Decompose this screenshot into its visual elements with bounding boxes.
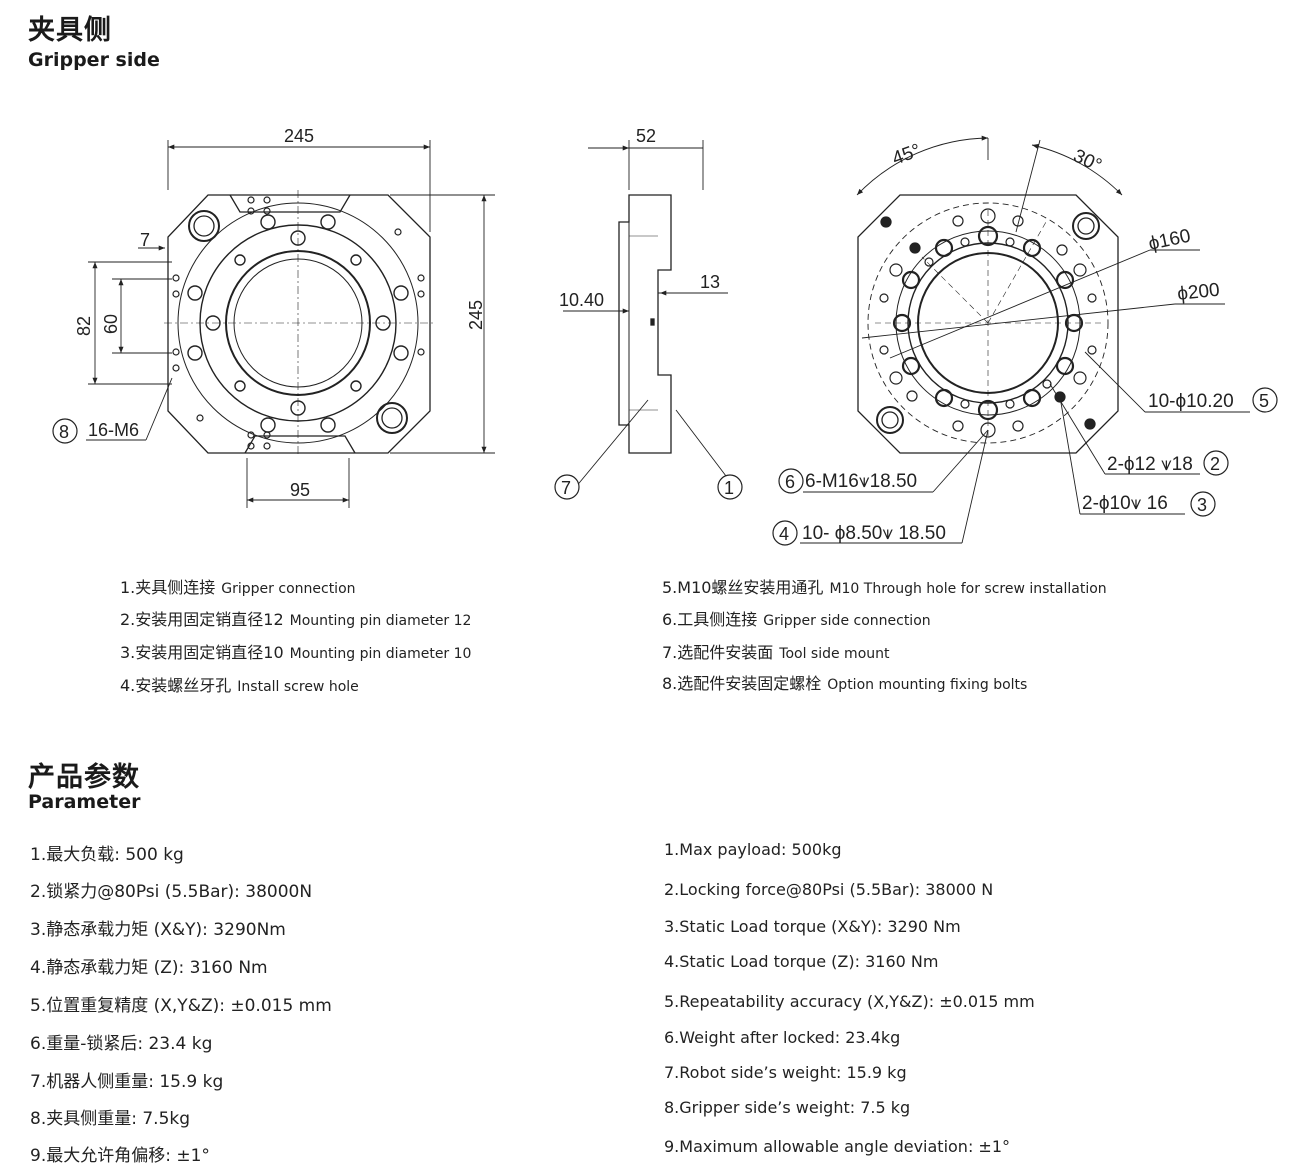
marker-8: 8 — [52, 418, 78, 444]
markers: 1 2 3 4 5 6 7 8 — [52, 387, 1278, 546]
svg-text:3: 3 — [1197, 495, 1207, 515]
dim-width-245: 245 — [284, 126, 314, 146]
param-en-1: 1.Max payload: 500kg — [664, 840, 842, 859]
side-dimensions: 52 13 10.40 — [559, 126, 720, 310]
marker-4: 4 — [772, 520, 798, 546]
dim-95: 95 — [290, 480, 310, 500]
marker-5: 5 — [1252, 387, 1278, 413]
param-title-cn: 产品参数 — [28, 762, 140, 793]
dim-1040: 10.40 — [559, 290, 604, 310]
marker-3: 3 — [1190, 491, 1216, 517]
param-en-5: 5.Repeatability accuracy (X,Y&Z): ±0.015… — [664, 992, 1035, 1011]
param-en-3: 3.Static Load torque (X&Y): 3290 Nm — [664, 917, 961, 936]
svg-text:5: 5 — [1259, 391, 1269, 411]
param-title-en: Parameter — [28, 791, 141, 813]
param-en-4: 4.Static Load torque (Z): 3160 Nm — [664, 952, 939, 971]
back-outline — [857, 194, 1119, 454]
dim-offset-7: 7 — [140, 230, 150, 250]
param-cn-1: 1.最大负载: 500 kg — [30, 845, 184, 865]
svg-text:4: 4 — [779, 524, 789, 544]
bolt-label: 16-M6 — [88, 420, 139, 440]
param-en-8: 8.Gripper side’s weight: 7.5 kg — [664, 1098, 911, 1117]
svg-text:1: 1 — [724, 478, 734, 498]
param-en-7: 7.Robot side’s weight: 15.9 kg — [664, 1063, 907, 1082]
back-labels: 45° 30° ϕ160 ϕ200 10-ϕ10.20 2-ϕ12 ⩛18 2-… — [802, 140, 1234, 544]
front-outline — [167, 194, 431, 454]
marker-6: 6 — [778, 468, 804, 494]
callout-3-text: 2-ϕ10⩛ 16 — [1082, 493, 1168, 514]
angle-45: 45° — [890, 140, 924, 170]
dia-160: ϕ160 — [1147, 226, 1193, 255]
section-title-cn: 夹具侧 — [28, 15, 112, 46]
param-cn-2: 2.锁紧力@80Psi (5.5Bar): 38000N — [30, 882, 313, 902]
param-cn-4: 4.静态承载力矩 (Z): 3160 Nm — [30, 958, 268, 978]
param-en-2: 2.Locking force@80Psi (5.5Bar): 38000 N — [664, 880, 994, 899]
front-view — [86, 140, 495, 508]
technical-drawing: 245 245 7 82 60 95 16-M6 52 13 10.40 — [52, 126, 1278, 546]
front-dimensions: 245 245 7 82 60 95 16-M6 — [74, 126, 486, 500]
marker-7: 7 — [554, 474, 580, 500]
angle-30: 30° — [1070, 145, 1105, 176]
param-cn-6: 6.重量-锁紧后: 23.4 kg — [30, 1034, 213, 1054]
dim-13: 13 — [700, 272, 720, 292]
dim-height-245: 245 — [466, 300, 486, 330]
dim-thickness-52: 52 — [636, 126, 656, 146]
param-en-9: 9.Maximum allowable angle deviation: ±1° — [664, 1137, 1010, 1156]
dim-82: 82 — [74, 316, 94, 336]
param-en-6: 6.Weight after locked: 23.4kg — [664, 1028, 901, 1047]
callout-6-text: 6-M16⩛18.50 — [805, 471, 917, 492]
param-cn-7: 7.机器人侧重量: 15.9 kg — [30, 1072, 224, 1092]
svg-text:6: 6 — [785, 472, 795, 492]
param-cn-8: 8.夹具侧重量: 7.5kg — [30, 1109, 191, 1129]
dim-60: 60 — [101, 314, 121, 334]
callout-4-text: 10- ϕ8.50⩛ 18.50 — [802, 523, 946, 544]
svg-text:7: 7 — [561, 478, 571, 498]
svg-text:8: 8 — [59, 422, 69, 442]
section-title-en: Gripper side — [28, 49, 160, 71]
side-outline — [618, 194, 672, 454]
marker-2: 2 — [1203, 450, 1229, 476]
back-view — [800, 135, 1250, 544]
callout-2-text: 2-ϕ12 ⩛18 — [1107, 454, 1193, 475]
marker-1: 1 — [717, 474, 743, 500]
param-cn-9: 9.最大允许角偏移: ±1° — [30, 1146, 210, 1166]
param-cn-3: 3.静态承载力矩 (X&Y): 3290Nm — [30, 920, 286, 940]
side-view — [563, 140, 728, 489]
svg-text:2: 2 — [1210, 454, 1220, 474]
dia-200: ϕ200 — [1176, 280, 1220, 305]
callout-5-text: 10-ϕ10.20 — [1148, 391, 1234, 412]
param-cn-5: 5.位置重复精度 (X,Y&Z): ±0.015 mm — [30, 996, 332, 1016]
